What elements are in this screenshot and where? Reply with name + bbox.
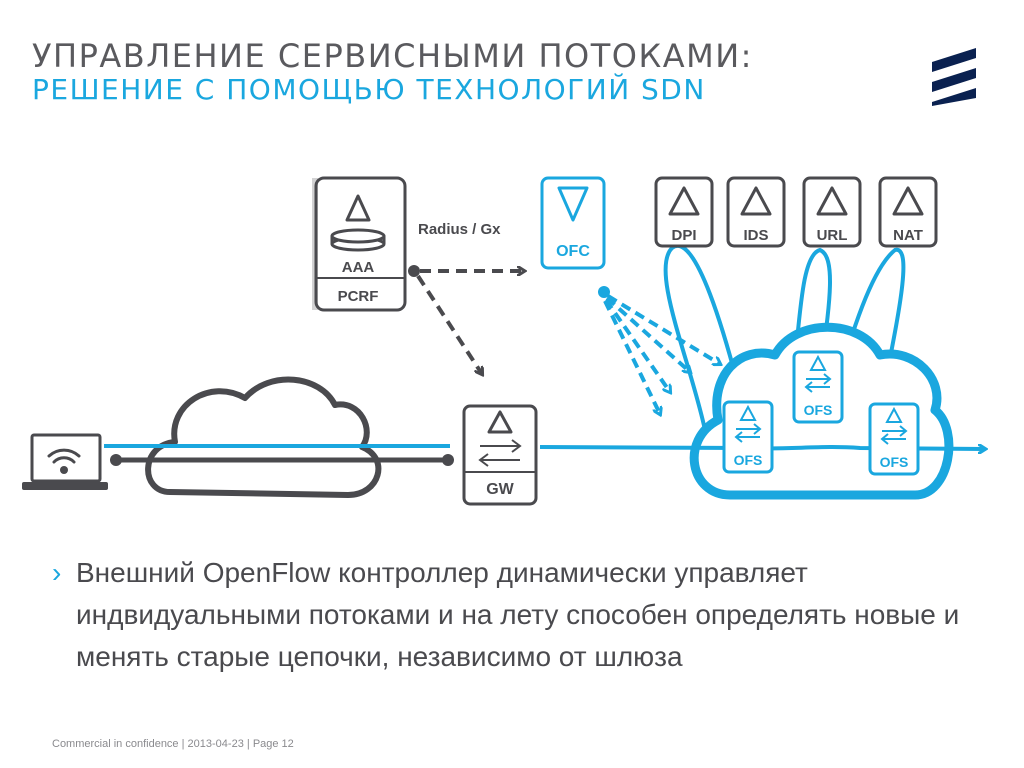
pcrf-label: PCRF — [338, 288, 379, 305]
function-triangle-icon — [740, 186, 772, 216]
footer-date: 2013-04-23 — [187, 738, 244, 750]
footer-separator: | — [181, 738, 185, 750]
ofs-label: OFS — [734, 452, 763, 468]
function-triangle-down-icon — [557, 186, 589, 222]
ofc-label: OFC — [556, 243, 590, 260]
title-line-2: РЕШЕНИЕ С ПОМОЩЬЮ ТЕХНОЛОГИЙ SDN — [32, 73, 706, 106]
url-label: URL — [817, 227, 848, 244]
bullet-text: Внешний OpenFlow контроллер динамически … — [76, 557, 960, 672]
service-box-ids: IDS — [726, 176, 786, 248]
dpi-label: DPI — [671, 227, 696, 244]
radius-gx-label: Radius / Gx — [418, 221, 501, 238]
ofs-box-2: OFS — [792, 350, 844, 424]
service-box-nat: NAT — [878, 176, 938, 248]
ids-label: IDS — [743, 227, 768, 244]
switch-arrows-icon — [478, 439, 522, 467]
ericsson-logo — [932, 48, 976, 106]
bullet-chevron-icon: › — [52, 557, 62, 588]
ofc-box: OFC — [540, 176, 606, 270]
footer-separator: | — [246, 738, 250, 750]
nat-label: NAT — [893, 227, 923, 244]
title-line-1: УПРАВЛЕНИЕ СЕРВИСНЫМИ ПОТОКАМИ: — [32, 37, 753, 75]
aaa-signaling-arrows — [408, 265, 524, 374]
footer-confidentiality: Commercial in confidence — [52, 738, 179, 750]
service-box-url: URL — [802, 176, 862, 248]
aaa-pcrf-box: AAA PCRF — [312, 176, 407, 312]
ofs-label: OFS — [804, 402, 833, 418]
ofs-label: OFS — [880, 454, 909, 470]
ofc-control-arrows — [598, 286, 720, 414]
gw-label: GW — [486, 481, 514, 498]
ofs-box-3: OFS — [868, 402, 920, 476]
function-triangle-icon — [345, 194, 371, 222]
database-icon — [330, 228, 386, 252]
wifi-icon — [47, 448, 81, 464]
access-network-cloud — [145, 376, 382, 498]
footer: Commercial in confidence | 2013-04-23 | … — [52, 738, 294, 750]
function-triangle-icon — [885, 406, 903, 423]
service-box-dpi: DPI — [654, 176, 714, 248]
ofs-box-1: OFS — [722, 400, 774, 474]
function-triangle-icon — [816, 186, 848, 216]
footer-page: Page 12 — [252, 738, 294, 750]
function-triangle-icon — [809, 354, 827, 371]
gray-tunnel-line — [110, 454, 454, 466]
aaa-label: AAA — [342, 259, 375, 276]
function-triangle-icon — [487, 410, 513, 434]
page-title: УПРАВЛЕНИЕ СЕРВИСНЫМИ ПОТОКАМИ: РЕШЕНИЕ … — [32, 38, 753, 106]
function-triangle-icon — [668, 186, 700, 216]
laptop-icon — [22, 433, 108, 490]
bullet-item: › Внешний OpenFlow контроллер динамическ… — [52, 552, 992, 678]
function-triangle-icon — [892, 186, 924, 216]
gw-box: GW — [462, 404, 538, 506]
function-triangle-icon — [739, 404, 757, 421]
